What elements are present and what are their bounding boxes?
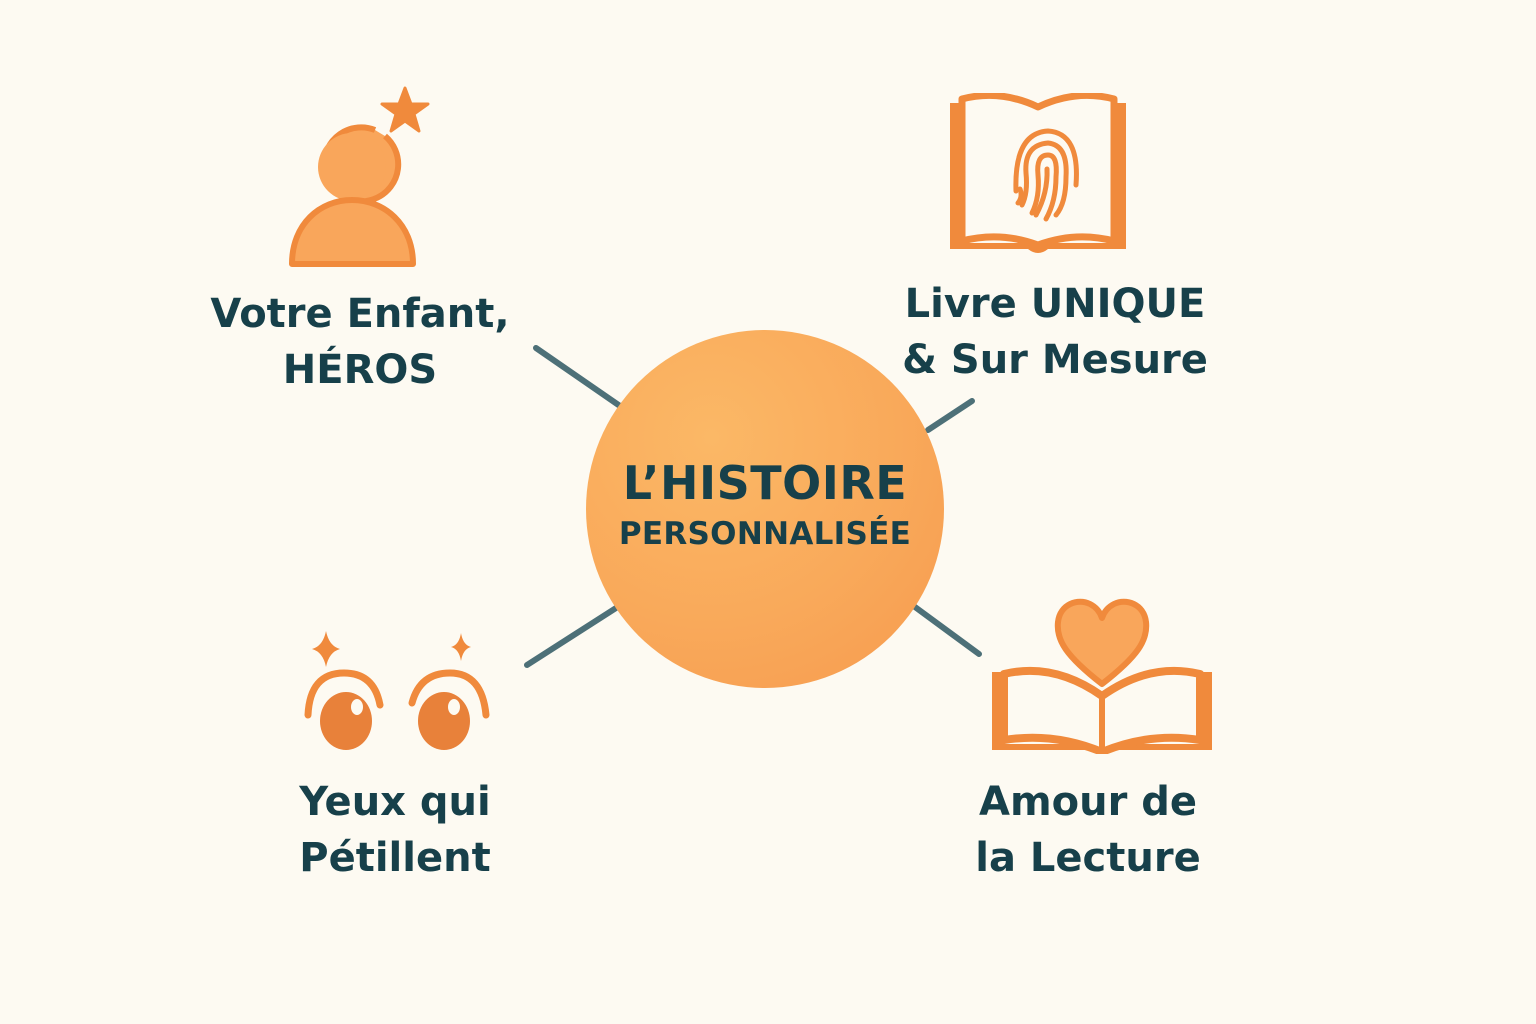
connector-top-right xyxy=(925,398,975,433)
node-label-hero: Votre Enfant, HÉROS xyxy=(210,291,510,393)
sparkling-eyes-icon xyxy=(304,631,490,750)
node-label-love-reading: Amour de la Lecture xyxy=(975,779,1201,881)
connector-bottom-left xyxy=(524,605,619,668)
hub-title: L’HISTOIRE xyxy=(622,455,908,510)
node-label-unique-book: Livre UNIQUE & Sur Mesure xyxy=(902,281,1208,383)
connector-top-left xyxy=(533,345,623,409)
hub-subtitle: PERSONNALISÉE xyxy=(618,516,912,553)
book-fingerprint-icon xyxy=(950,93,1126,253)
child-with-star-icon xyxy=(289,86,430,267)
book-heart-icon xyxy=(992,598,1212,754)
node-label-sparkling-eyes: Yeux qui Pétillent xyxy=(299,779,491,881)
central-hub: L’HISTOIRE PERSONNALISÉE xyxy=(586,330,944,688)
connector-bottom-right xyxy=(912,604,982,657)
